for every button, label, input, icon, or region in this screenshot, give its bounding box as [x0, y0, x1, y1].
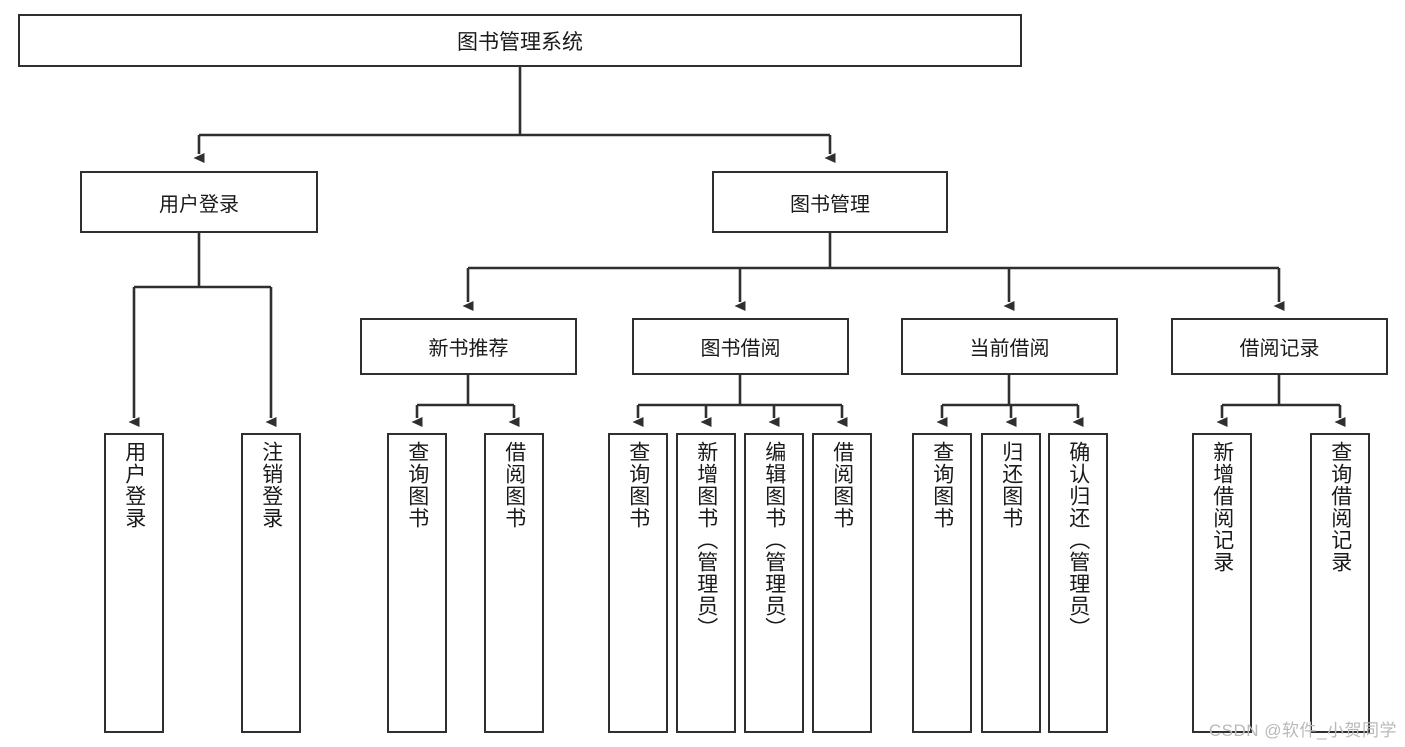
node-leaf-return-book[interactable]: 归还图书: [981, 433, 1041, 733]
csdn-watermark: CSDN @软件_小贺同学: [1208, 721, 1397, 740]
node-book-manage[interactable]: 图书管理: [712, 171, 948, 233]
node-borrow-record[interactable]: 借阅记录: [1171, 318, 1388, 375]
node-current-borrow[interactable]: 当前借阅: [901, 318, 1118, 375]
node-leaf-query-book-1-label: 查询图书: [405, 441, 429, 529]
node-leaf-edit-book[interactable]: 编辑图书（管理员）: [744, 433, 804, 733]
node-book-borrow-label: 图书借阅: [700, 338, 781, 360]
node-book-manage-label: 图书管理: [790, 193, 870, 216]
node-leaf-add-record-label: 新增借阅记录: [1210, 441, 1234, 573]
node-borrow-record-label: 借阅记录: [1239, 338, 1320, 360]
node-leaf-confirm-return-label: 确认归还（管理员）: [1066, 441, 1090, 639]
node-leaf-user-login[interactable]: 用户登录: [104, 433, 164, 733]
node-leaf-query-book-3-label: 查询图书: [930, 441, 954, 529]
node-leaf-user-login-label: 用户登录: [122, 441, 146, 529]
node-leaf-add-book-label: 新增图书（管理员）: [694, 441, 718, 639]
node-leaf-borrow-book-2-label: 借阅图书: [830, 441, 854, 529]
node-leaf-borrow-book-1-label: 借阅图书: [502, 441, 526, 529]
node-leaf-return-book-label: 归还图书: [999, 441, 1023, 529]
node-current-borrow-label: 当前借阅: [969, 338, 1050, 360]
node-root-label: 图书管理系统: [457, 30, 583, 54]
node-leaf-query-record-label: 查询借阅记录: [1328, 441, 1352, 573]
node-user-login[interactable]: 用户登录: [80, 171, 318, 233]
node-book-borrow[interactable]: 图书借阅: [632, 318, 849, 375]
node-leaf-user-logout[interactable]: 注销登录: [241, 433, 301, 733]
node-leaf-user-logout-label: 注销登录: [259, 441, 283, 529]
node-leaf-edit-book-label: 编辑图书（管理员）: [762, 441, 786, 639]
node-leaf-query-record[interactable]: 查询借阅记录: [1310, 433, 1370, 733]
node-leaf-confirm-return[interactable]: 确认归还（管理员）: [1048, 433, 1108, 733]
node-leaf-add-record[interactable]: 新增借阅记录: [1192, 433, 1252, 733]
node-leaf-borrow-book-2[interactable]: 借阅图书: [812, 433, 872, 733]
node-new-book-rec[interactable]: 新书推荐: [360, 318, 577, 375]
node-leaf-add-book[interactable]: 新增图书（管理员）: [676, 433, 736, 733]
node-leaf-query-book-2-label: 查询图书: [626, 441, 650, 529]
node-root[interactable]: 图书管理系统: [18, 14, 1022, 67]
node-leaf-query-book-2[interactable]: 查询图书: [608, 433, 668, 733]
node-leaf-borrow-book-1[interactable]: 借阅图书: [484, 433, 544, 733]
node-leaf-query-book-1[interactable]: 查询图书: [387, 433, 447, 733]
node-user-login-label: 用户登录: [159, 193, 239, 216]
node-leaf-query-book-3[interactable]: 查询图书: [912, 433, 972, 733]
node-new-book-rec-label: 新书推荐: [428, 338, 509, 360]
